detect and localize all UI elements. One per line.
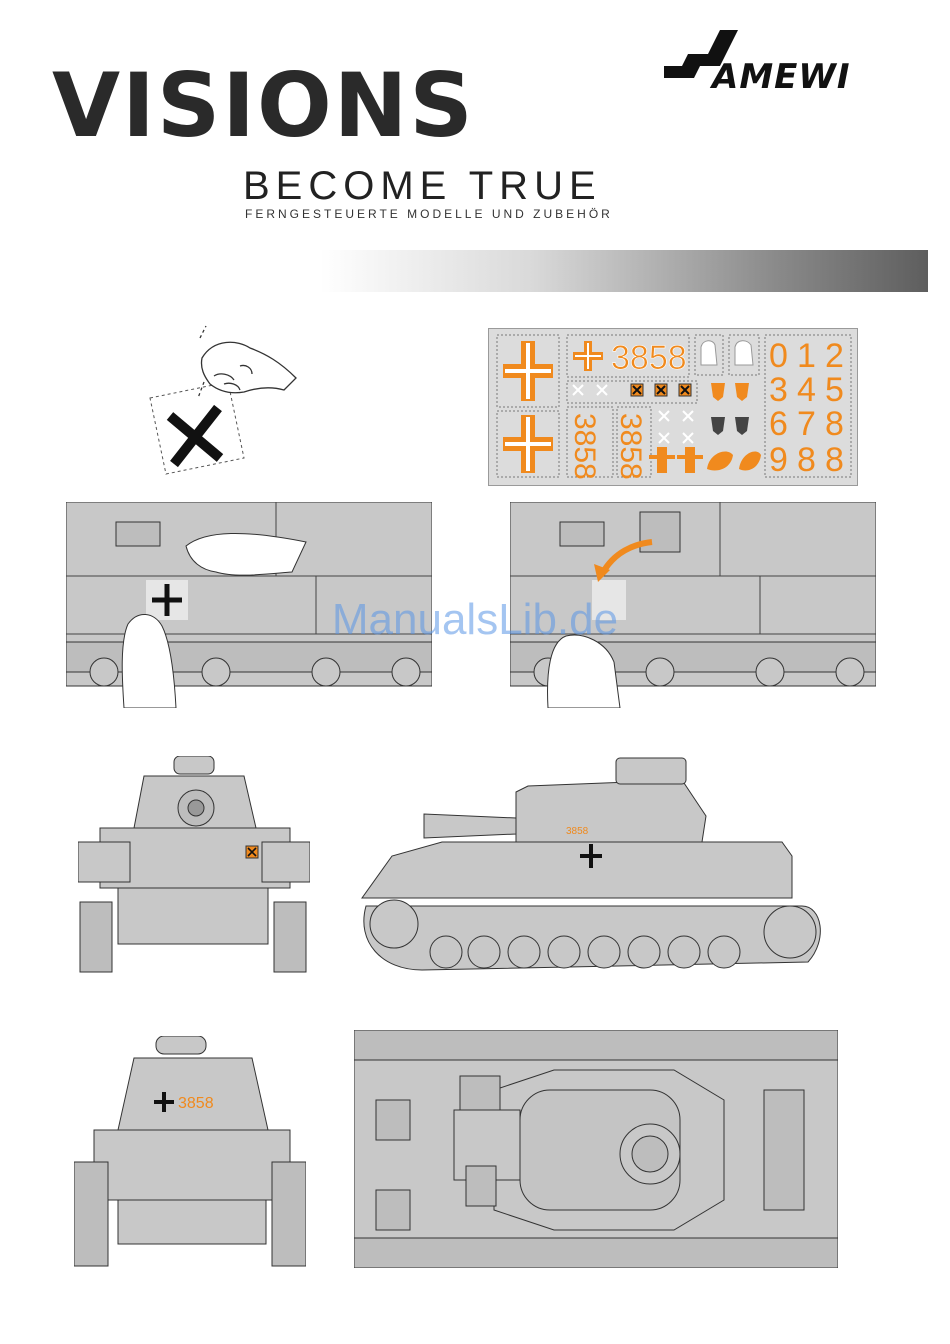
tank-rear-view: 3858 (74, 1036, 306, 1268)
digit-decal: 6 (769, 405, 788, 443)
peel-decal-illustration (140, 318, 320, 478)
rear-number-label: 3858 (178, 1095, 214, 1112)
decal-number-vertical-2: 3858 (614, 413, 647, 480)
digit-decal: 9 (769, 441, 788, 479)
digit-decal: 7 (797, 405, 816, 443)
decal-number-vertical-1: 3858 (568, 413, 601, 480)
decal-sheet: 3858 3858 3858 0 1 2 3 4 5 6 7 8 9 8 8 (488, 328, 858, 486)
tank-side-view: 3858 (352, 756, 836, 980)
hand-icon (186, 533, 306, 575)
side-number-label: 3858 (566, 826, 589, 837)
amewi-brand-text: AMEWI (712, 60, 851, 94)
balkenkreuz-decal-small (573, 341, 603, 371)
visions-heading: VISIONS (52, 62, 475, 150)
digit-decals: 0 1 2 3 4 5 6 7 8 9 8 8 (769, 337, 844, 479)
balkenkreuz-decal-large-2 (503, 415, 553, 473)
digit-decal: 0 (769, 337, 788, 375)
header-subtitle: FERNGESTEUERTE MODELLE UND ZUBEHÖR (245, 208, 613, 220)
become-true-heading: BECOME TRUE (243, 166, 602, 206)
digit-decal: 5 (825, 371, 844, 409)
digit-decal: 3 (769, 371, 788, 409)
digit-decal: 4 (797, 371, 816, 409)
digit-decal: 1 (797, 337, 816, 375)
track-icon (364, 900, 820, 970)
decal-number-top: 3858 (611, 339, 687, 377)
digit-decal: 8 (825, 441, 844, 479)
digit-decal: 8 (825, 405, 844, 443)
tank-top-view (354, 1030, 838, 1268)
digit-decal: 8 (797, 441, 816, 479)
digit-decal: 2 (825, 337, 844, 375)
tank-front-view (78, 756, 310, 974)
watermark-text: ManualsLib.de (0, 598, 950, 642)
balkenkreuz-decal-large (503, 341, 553, 401)
section-gradient-bar (320, 250, 928, 292)
decal-square (150, 382, 244, 474)
